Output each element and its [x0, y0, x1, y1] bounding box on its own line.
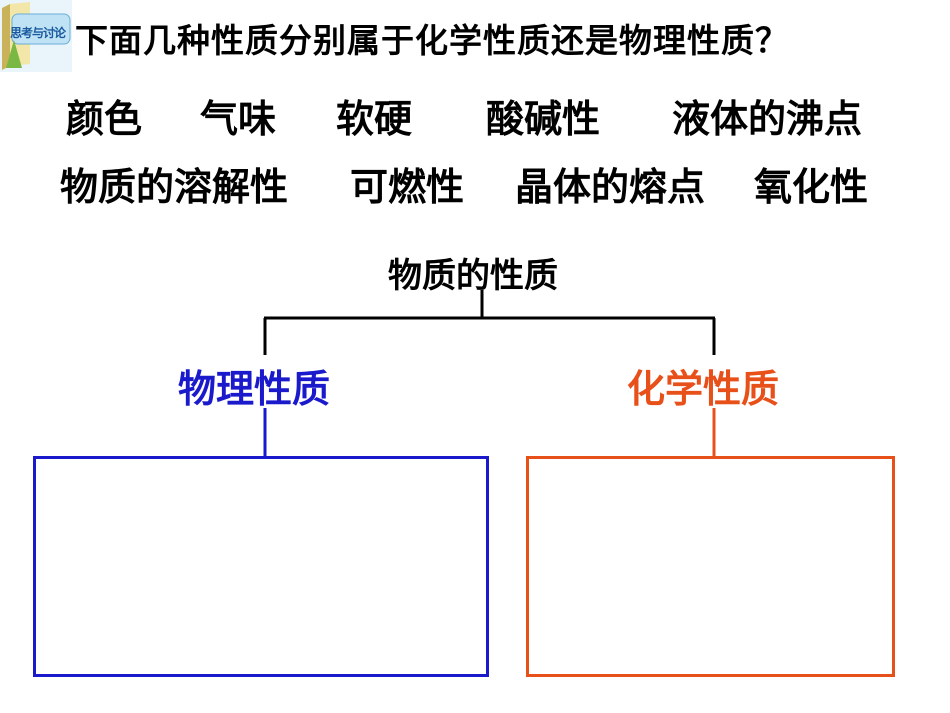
tree-root-label: 物质的性质	[388, 256, 558, 296]
property-item: 酸碱性	[486, 97, 601, 141]
property-item: 颜色	[66, 97, 143, 141]
question-text: 下面几种性质分别属于化学性质还是物理性质？	[75, 21, 789, 60]
property-item: 软硬	[336, 97, 413, 141]
badge-label: 思考与讨论	[10, 26, 66, 40]
property-item: 氧化性	[754, 165, 869, 209]
physical-property-label: 物理性质	[178, 367, 331, 411]
chemical-property-label: 化学性质	[627, 367, 780, 411]
physical-property-box	[33, 456, 489, 677]
discussion-badge: 思考与讨论	[0, 0, 72, 72]
property-item: 气味	[200, 97, 277, 141]
property-item: 液体的沸点	[672, 97, 863, 141]
book-discussion-icon	[0, 0, 72, 72]
property-item: 可燃性	[350, 165, 465, 209]
property-item: 物质的溶解性	[60, 165, 289, 209]
chemical-property-box	[526, 456, 895, 677]
property-item: 晶体的熔点	[515, 165, 706, 209]
